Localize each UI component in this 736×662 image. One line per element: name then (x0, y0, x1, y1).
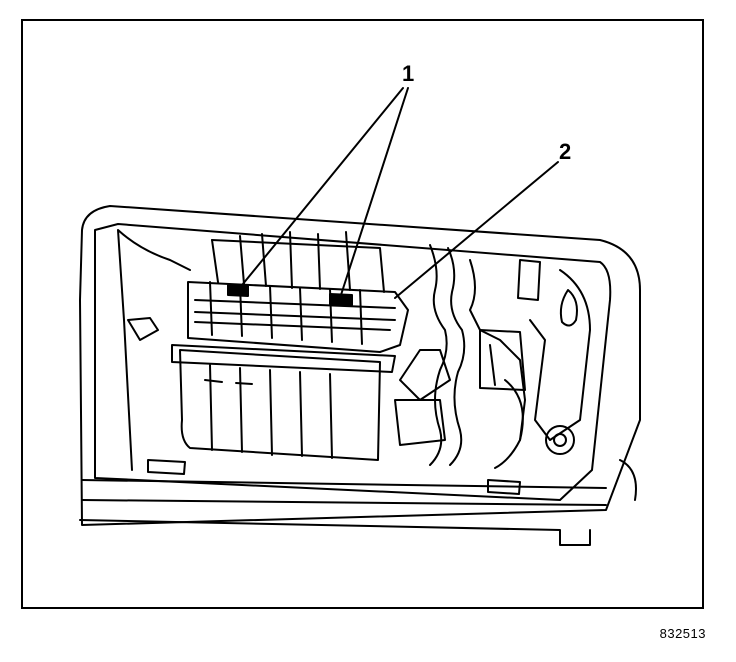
figure-id: 832513 (659, 626, 706, 641)
wiring-harness (394, 244, 526, 469)
bottom-clip-right (487, 479, 521, 495)
fuse-block (171, 231, 409, 461)
leader-line-1b (339, 87, 409, 299)
dash-opening (94, 223, 612, 501)
left-clip (127, 317, 159, 341)
callout-2: 2 (559, 139, 572, 164)
dash-lower-lip (79, 519, 591, 546)
harness-cable-right (619, 459, 637, 501)
left-bracket (117, 229, 191, 471)
dash-housing-outline (79, 205, 641, 526)
callout-1: 1 (402, 61, 415, 86)
leader-line-2 (394, 161, 559, 299)
dash-bottom-edge (81, 479, 607, 506)
bottom-clip-left (147, 459, 186, 475)
right-bracket (517, 259, 591, 455)
leader-line-1a (237, 87, 404, 291)
